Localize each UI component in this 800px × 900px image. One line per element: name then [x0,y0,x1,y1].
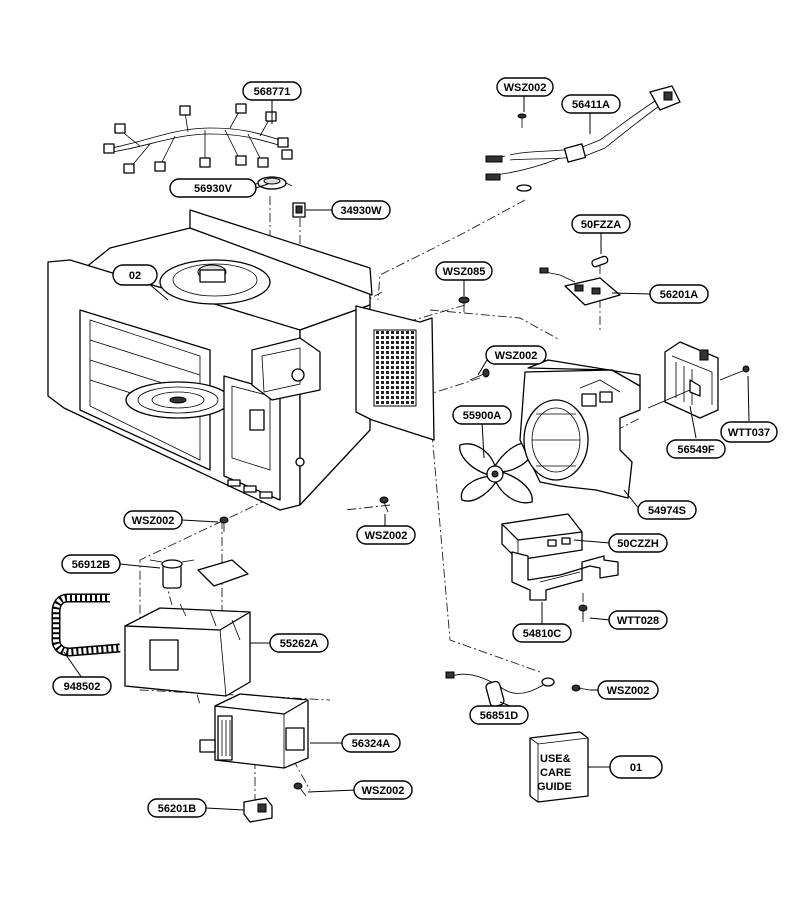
label-56201a: 56201A [649,284,709,304]
svg-text:56549F: 56549F [677,444,715,456]
svg-text:54974S: 54974S [648,505,686,517]
part-labels: 568771 56930V 34930W 02 WSZ002 56411A 50… [52,77,778,818]
label-01: 01 [609,755,663,779]
svg-text:568771: 568771 [254,86,291,98]
svg-text:56912B: 56912B [72,559,111,571]
screw-wtt028 [578,604,588,622]
thermal-cutout-56912b [149,559,195,589]
label-55900a: 55900A [452,405,512,425]
transformer-55262a [124,603,251,697]
svg-text:WSZ002: WSZ002 [504,82,547,94]
svg-text:50CZZH: 50CZZH [617,538,659,550]
label-wsz085: WSZ085 [435,261,493,281]
diode-56851d [445,671,555,708]
use-care-guide-manual: USE& CARE GUIDE [529,731,589,803]
screw-top [517,113,527,128]
noise-filter-56201a [539,267,621,306]
screw-wsz085 [458,296,470,312]
svg-text:WSZ002: WSZ002 [607,685,650,697]
svg-text:56930V: 56930V [194,183,233,195]
svg-text:WTT037: WTT037 [728,427,770,439]
screw-left [219,516,229,532]
cavity-frame [47,209,435,511]
screw-center [379,496,389,513]
magnetron-56324a [199,693,309,769]
fan-blade-55900a [459,441,536,504]
screw-mid [469,368,490,381]
label-wsz002-left: WSZ002 [123,510,183,530]
label-50fzza: 50FZZA [571,214,631,234]
label-wsz002-bottom: WSZ002 [353,780,413,800]
screw-right [571,684,591,692]
svg-text:55900A: 55900A [463,410,502,422]
svg-text:WSZ002: WSZ002 [495,350,538,362]
svg-text:56411A: 56411A [572,99,610,111]
manual-line-1: USE& [540,753,571,765]
svg-text:34930W: 34930W [341,205,383,217]
manual-line-3: GUIDE [537,781,572,793]
svg-text:56201B: 56201B [158,803,197,815]
sensor-56201b [243,797,273,823]
label-56201b: 56201B [147,798,207,818]
shield-plate [197,559,249,587]
fuse-50fzza [591,255,609,268]
svg-text:01: 01 [630,762,642,774]
bracket-54810c [511,551,619,601]
label-56930v: 56930V [169,178,257,198]
label-34930w: 34930W [331,200,391,220]
svg-text:50FZZA: 50FZZA [581,219,621,231]
label-wtt037: WTT037 [720,421,778,443]
label-02: 02 [112,264,158,286]
label-wsz002-right: WSZ002 [597,680,659,700]
svg-text:02: 02 [129,270,141,282]
label-56549f: 56549F [666,439,726,459]
fuse-34930w [292,202,306,218]
svg-text:WSZ002: WSZ002 [365,530,408,542]
svg-text:54810C: 54810C [523,628,562,640]
svg-text:56201A: 56201A [660,289,699,301]
svg-text:55262A: 55262A [280,638,319,650]
power-cord-56411a [485,85,681,192]
label-948502: 948502 [52,676,112,696]
label-wsz002-mid: WSZ002 [485,345,547,365]
label-56324a: 56324A [341,733,401,753]
fan-bracket-54974s [519,359,641,499]
svg-text:WSZ085: WSZ085 [443,266,486,278]
wire-harness [103,103,293,174]
leader-lines [63,96,750,811]
label-56851d: 56851D [469,705,529,725]
capacitor-50czzh [501,513,583,561]
label-55262a: 55262A [269,633,329,653]
svg-text:WSZ002: WSZ002 [132,515,175,527]
label-56411a: 56411A [561,94,621,114]
fan-motor-56549f [647,341,750,419]
svg-text:948502: 948502 [64,681,101,693]
svg-text:56851D: 56851D [480,710,519,722]
manual-line-2: CARE [540,767,571,779]
label-568771: 568771 [242,81,302,101]
label-wsz002-top: WSZ002 [496,77,554,97]
label-50czzh: 50CZZH [608,533,668,553]
label-54974s: 54974S [637,500,697,520]
gasket-948502 [51,593,121,657]
svg-text:WSZ002: WSZ002 [362,785,405,797]
label-wtt028: WTT028 [608,610,668,630]
svg-text:56324A: 56324A [352,738,391,750]
screw-bottom [293,782,307,797]
svg-text:WTT028: WTT028 [617,615,659,627]
label-54810c: 54810C [512,623,572,643]
label-wsz002-center: WSZ002 [356,525,416,545]
label-56912b: 56912B [61,554,121,574]
